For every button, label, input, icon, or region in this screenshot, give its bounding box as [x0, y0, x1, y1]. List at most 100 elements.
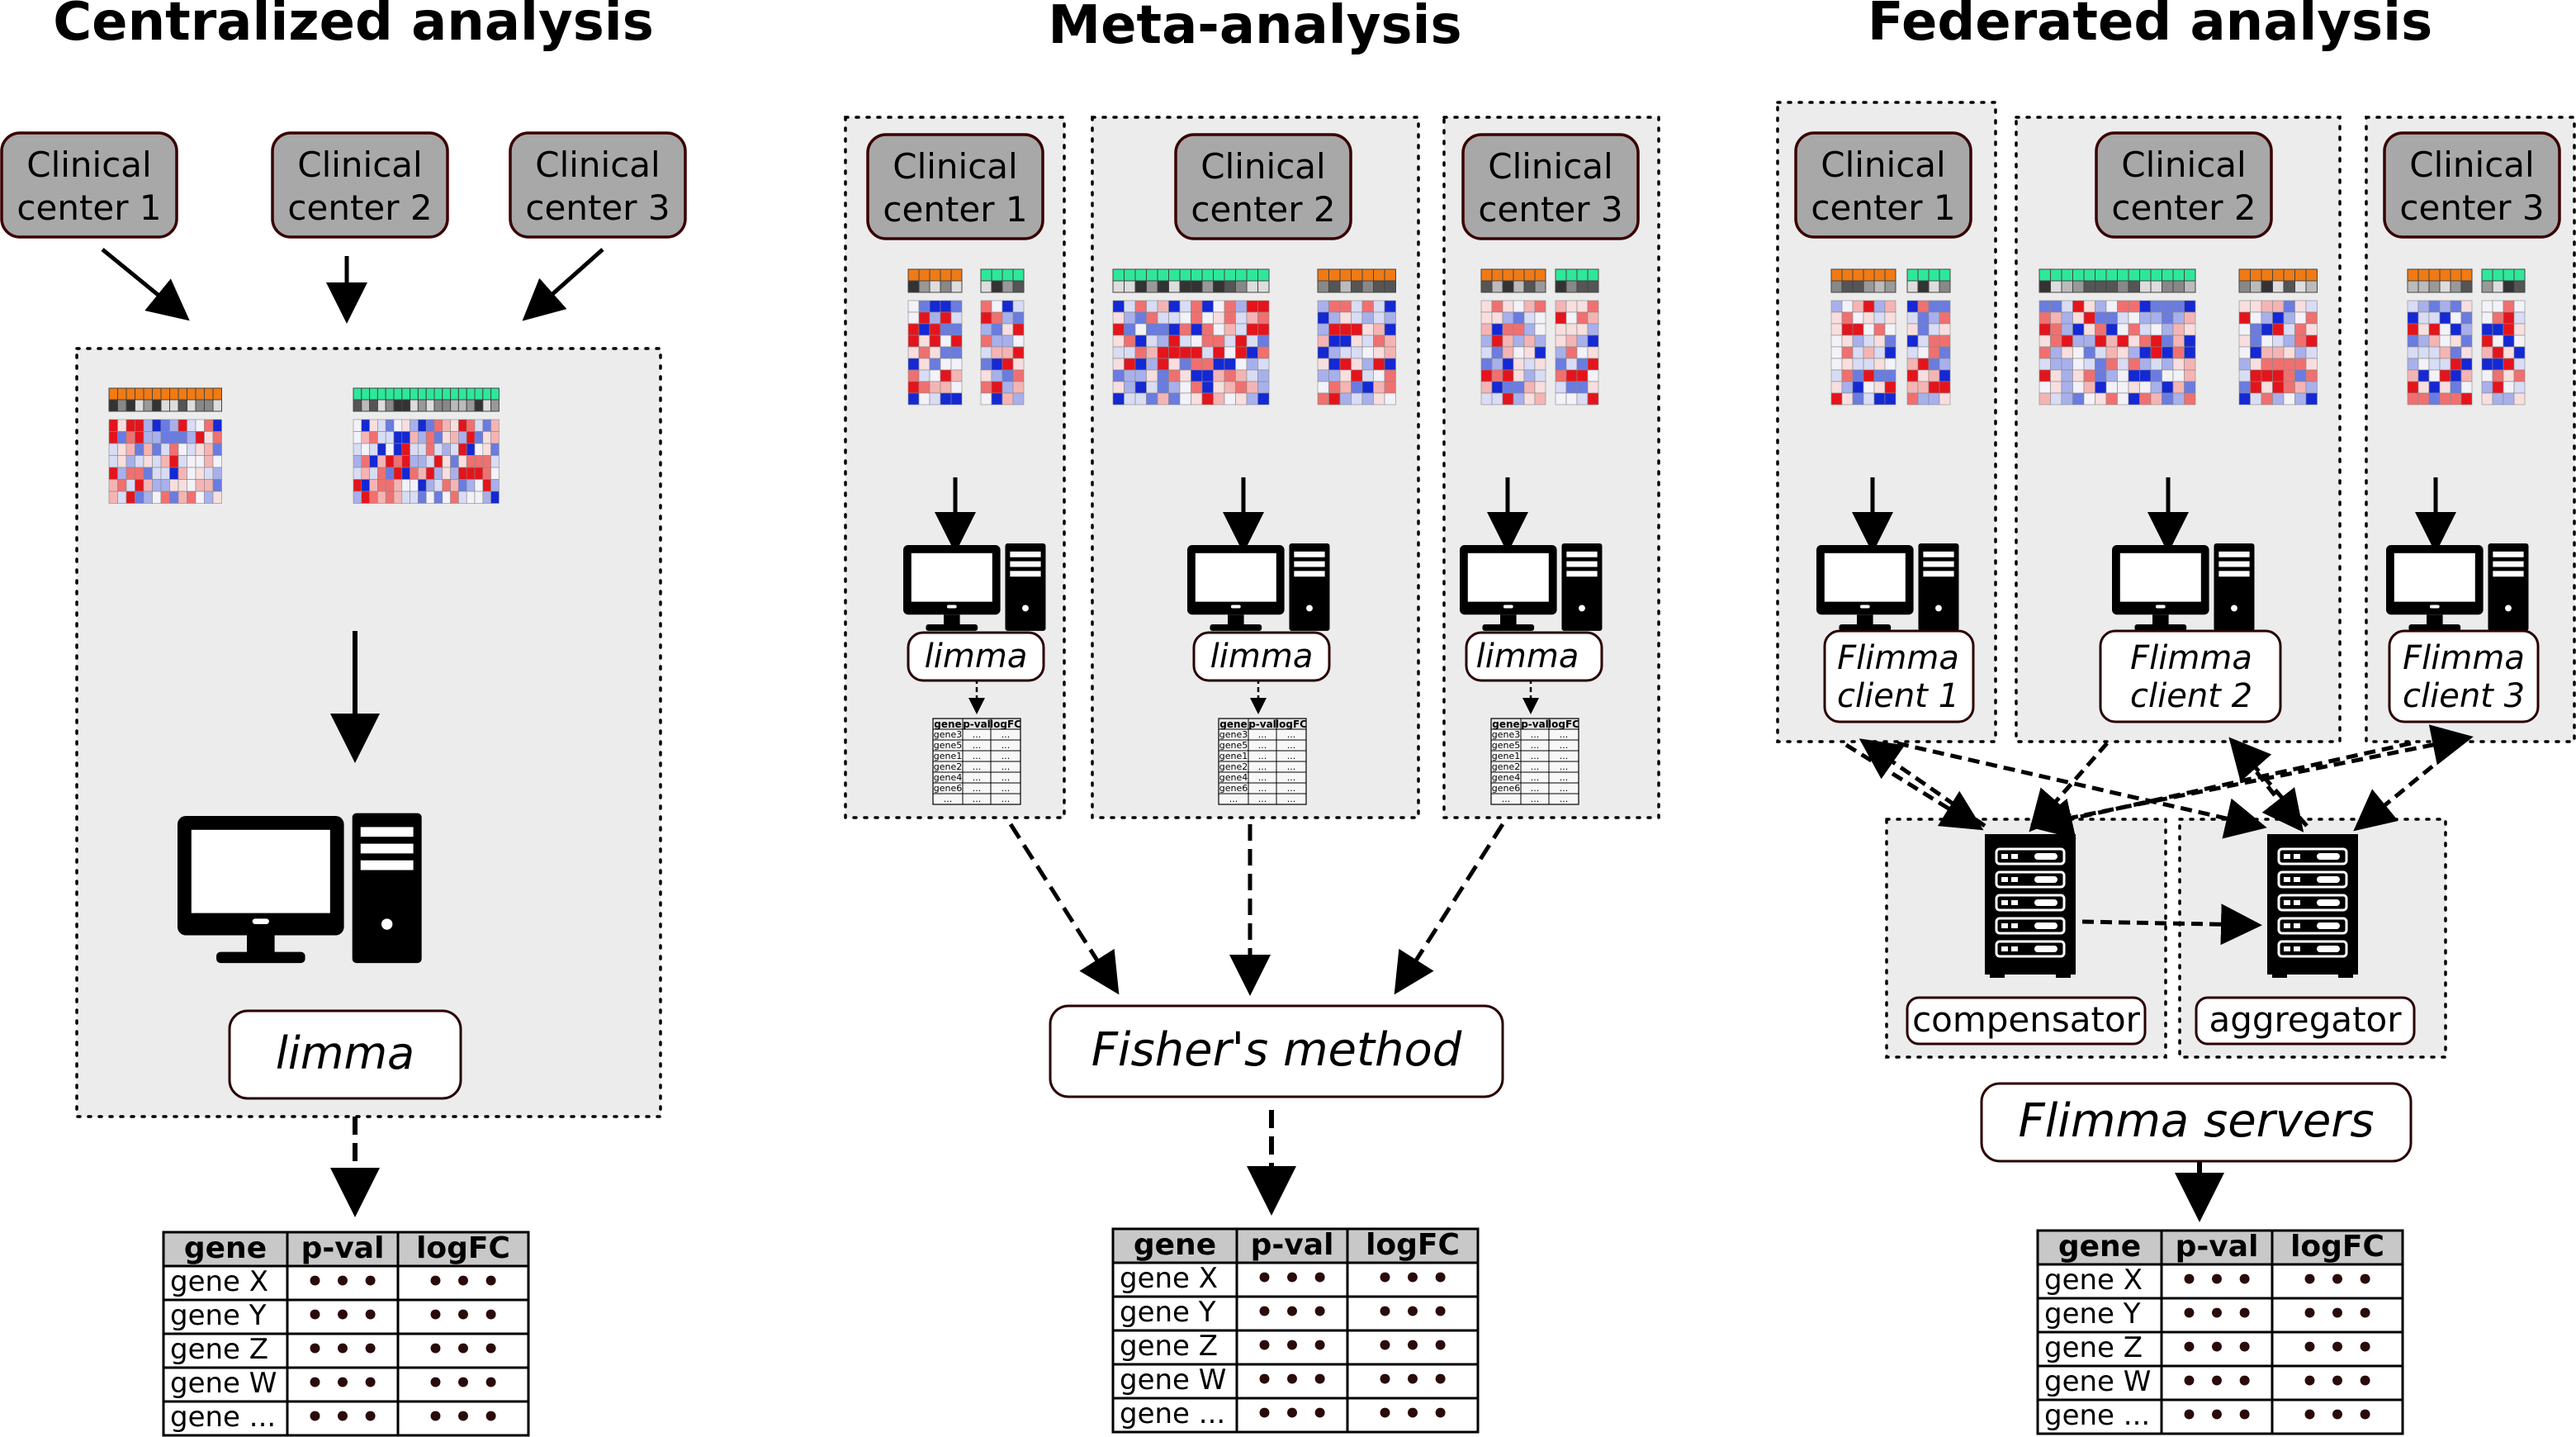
heatmap-cell — [2172, 334, 2185, 348]
heatmap-subheader-cell — [1565, 280, 1578, 293]
heatmap-subheader-cell — [2061, 280, 2073, 293]
heatmap-subheader-cell — [474, 399, 484, 412]
clinical-center-label: center 1 — [883, 189, 1027, 230]
heatmap-cell — [2460, 381, 2473, 394]
heatmap-header-cell — [980, 268, 992, 282]
heatmap-cell — [1384, 346, 1396, 359]
heatmap-cell — [1373, 323, 1385, 336]
heatmap-cell — [385, 467, 395, 480]
heatmap-cell — [2503, 311, 2515, 325]
heatmap-cell — [385, 491, 395, 504]
heatmap-cell — [1213, 381, 1225, 394]
heatmap-cell — [2172, 311, 2185, 325]
heatmap-cell — [2513, 346, 2526, 359]
heatmap-cell — [929, 369, 941, 382]
heatmap-subheader-cell — [1351, 280, 1363, 293]
heatmap-cell — [2417, 369, 2430, 382]
heatmap-cell — [1587, 358, 1599, 371]
arrow-layer — [101, 248, 2474, 1222]
heatmap-cell — [1384, 311, 1396, 325]
heatmap-cell — [2272, 381, 2285, 394]
heatmap-cell — [1565, 346, 1578, 359]
table-cell-value: • • • — [1376, 1262, 1450, 1295]
heatmap-cell — [2095, 369, 2107, 382]
heatmap-cell — [1191, 323, 1203, 336]
heatmap-cell — [169, 479, 179, 492]
heatmap-header-cell — [1112, 268, 1125, 282]
monitor-neck — [247, 935, 275, 955]
heatmap-cell — [1928, 358, 1940, 371]
heatmap-cell — [1351, 392, 1363, 405]
tower-bay — [1010, 551, 1041, 557]
heatmap-cell — [2105, 300, 2118, 313]
table-cell-value: • • • — [2301, 1264, 2375, 1297]
table-header-gene: gene — [1134, 1228, 1216, 1262]
workstation-icon — [1816, 543, 1959, 631]
heatmap-header-cell — [1328, 268, 1341, 282]
mini-table-header: p-val — [963, 718, 991, 730]
heatmap-subheader-cell — [1928, 280, 1940, 293]
heatmap-cell — [1012, 392, 1025, 405]
heatmap-header-cell — [1523, 268, 1536, 282]
heatmap-cell — [2460, 323, 2473, 336]
heatmap-subheader-cell — [929, 280, 941, 293]
heatmap-cell — [204, 455, 214, 468]
mini-table-cell: ... — [1560, 740, 1569, 751]
heatmap-cell — [418, 455, 427, 468]
heatmap-cell — [1201, 323, 1214, 336]
heatmap-cell — [2238, 392, 2251, 405]
heatmap-cell — [1201, 300, 1214, 313]
heatmap-header-cell — [2283, 268, 2295, 282]
table-cell-gene: gene ... — [1120, 1397, 1225, 1430]
mini-table-cell: ... — [1002, 772, 1011, 783]
server-rack-icon — [1985, 834, 2076, 978]
heatmap-cell — [1830, 381, 1843, 394]
heatmap-subheader-cell — [2039, 280, 2051, 293]
heatmap-cell — [2503, 392, 2515, 405]
heatmap-cell — [1339, 346, 1352, 359]
heatmap-cell — [1112, 346, 1125, 359]
heatmap-cell — [433, 479, 443, 492]
heatmap-cell — [980, 334, 992, 348]
mini-table-cell: ... — [1287, 794, 1296, 804]
heatmap-cell — [950, 334, 963, 348]
heatmap-cell — [1339, 334, 1352, 348]
heatmap-cell — [1502, 381, 1514, 394]
heatmap-cell — [1939, 392, 1951, 405]
heatmap-cell — [1317, 369, 1329, 382]
heatmap-cell — [2139, 369, 2152, 382]
mini-table-cell: gene5 — [1492, 740, 1521, 751]
heatmap-cell — [178, 479, 187, 492]
heatmap-cell — [1339, 381, 1352, 394]
heatmap-cell — [918, 323, 930, 336]
heatmap-cell — [1191, 392, 1203, 405]
heatmap-subheader-cell — [2184, 280, 2196, 293]
heatmap-cell — [2150, 369, 2162, 382]
heatmap-cell — [2492, 369, 2504, 382]
table-cell-gene: gene ... — [170, 1401, 276, 1434]
heatmap-header-cell — [1480, 268, 1493, 282]
heatmap-cell — [385, 443, 395, 456]
heatmap-subheader-cell — [1939, 280, 1951, 293]
heatmap-header-cell — [125, 387, 135, 401]
flimma-client-label: Flimma — [1837, 639, 1959, 677]
heatmap-cell — [1384, 358, 1396, 371]
heatmap-cell — [2139, 346, 2152, 359]
heatmap-cell — [2128, 334, 2140, 348]
heatmap-cell — [1384, 392, 1396, 405]
heatmap-cell — [1168, 311, 1181, 325]
heatmap-header-cell — [1917, 268, 1930, 282]
heatmap-cell — [2460, 311, 2473, 325]
heatmap-header-cell — [2492, 268, 2504, 282]
heatmap-cell — [442, 467, 451, 480]
heatmap-subheader-cell — [2139, 280, 2152, 293]
table-header-bg — [163, 1232, 528, 1266]
mini-table-header: gene — [1492, 718, 1519, 730]
table-cell-gene: gene X — [170, 1265, 268, 1298]
heatmap-cell — [1246, 323, 1258, 336]
heatmap-header-cell — [1373, 268, 1385, 282]
heatmap-subheader-cell — [2439, 280, 2451, 293]
heatmap-cell — [2061, 346, 2073, 359]
mini-table-cell: gene4 — [1492, 772, 1521, 783]
heatmap-cell — [169, 455, 179, 468]
